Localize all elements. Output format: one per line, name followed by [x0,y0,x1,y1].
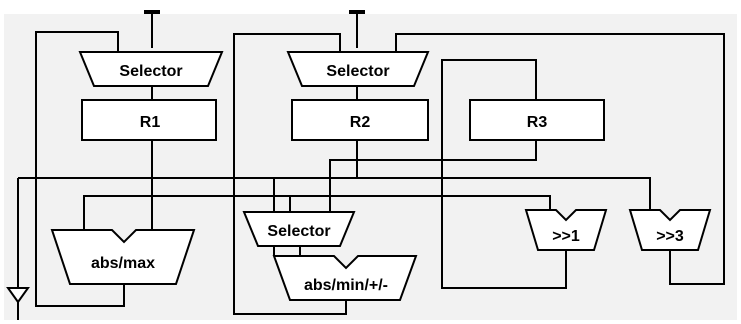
wire-absmax-feedback [35,31,125,307]
register-r2-shape [291,99,429,141]
alu-abs-min-add-sub-label: abs/min/+/- [304,277,388,294]
register-r3-label: R3 [527,114,548,131]
alu-abs-max: abs/max [50,229,196,285]
selector-low-label: Selector [267,223,330,240]
wire-adder-feedback [233,33,347,315]
register-r1-shape [81,99,217,141]
alu-abs-min-add-sub: abs/min/+/- [272,255,418,301]
shifter-right-1: >>1 [524,209,608,251]
register-r1: R1 [81,99,217,141]
selector-mid-label: Selector [326,63,389,80]
selector-low: Selector [242,211,356,247]
bus-feed-lower [83,195,551,230]
alu-abs-max-label: abs/max [91,255,155,272]
selector-left: Selector [78,51,224,87]
shifter-right-1-shape [524,209,608,251]
output-buffer-icon [6,287,30,304]
register-r1-label: R1 [140,114,161,131]
alu-abs-max-shape [50,229,196,285]
shifter-right-3-shape [628,209,712,251]
shifter-right-3-label: >>3 [656,228,684,245]
register-r3: R3 [469,99,605,141]
wire-r3-output [329,140,537,212]
bus-r2-to-shift3 [18,177,651,210]
register-r2-label: R2 [350,114,371,131]
alu-abs-min-add-sub-shape [272,255,418,301]
register-r3-shape [469,99,605,141]
shifter-right-1-label: >>1 [552,228,580,245]
output-buffer [6,287,30,320]
selector-left-label: Selector [119,63,182,80]
selector-mid: Selector [286,51,430,87]
selector-left-shape [78,51,224,87]
register-r2: R2 [291,99,429,141]
wires [17,10,725,315]
shifter-right-3: >>3 [628,209,712,251]
selector-mid-shape [286,51,430,87]
wire-shift1-r3 [441,59,567,289]
selector-low-shape [242,211,356,247]
wire-shift3-feedback [395,33,725,285]
